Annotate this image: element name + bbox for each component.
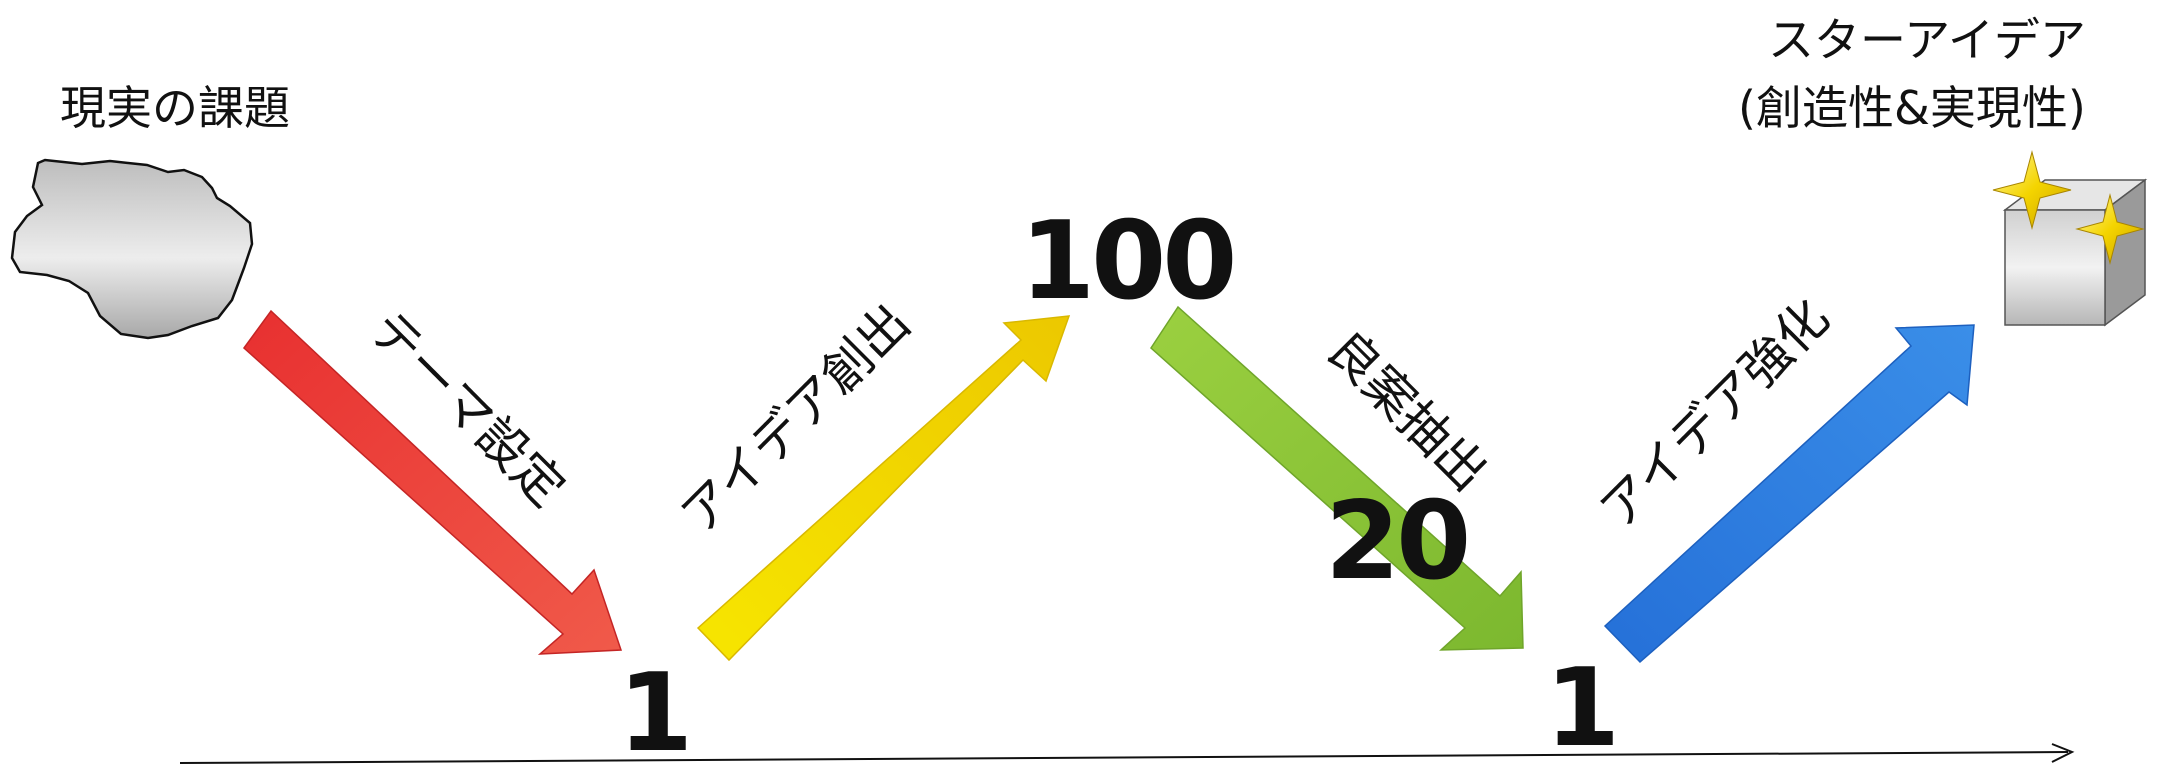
start-label: 現実の課題: [60, 81, 290, 135]
goal-label-line2: (創造性&実現性): [1738, 81, 2086, 135]
arrow-theme-setting: [242, 309, 623, 655]
count-ideas: 100: [1020, 199, 1237, 324]
sparkle-star-icon: [2075, 193, 2145, 265]
arrow-idea-enhancement: [1603, 324, 1975, 664]
sparkle-star-icon: [1992, 150, 2072, 230]
rock-shape: [10, 158, 254, 340]
timeline-axis: [179, 751, 2069, 764]
count-final: 1: [1545, 646, 1620, 771]
arrow-good-idea-extraction: [1150, 305, 1524, 651]
goal-label-line1: スターアイデア: [1768, 13, 2086, 67]
arrow-idea-creation: [696, 315, 1071, 662]
count-start: 1: [618, 651, 693, 776]
count-shortlist: 20: [1325, 479, 1471, 604]
timeline-arrowhead: [2051, 743, 2075, 763]
